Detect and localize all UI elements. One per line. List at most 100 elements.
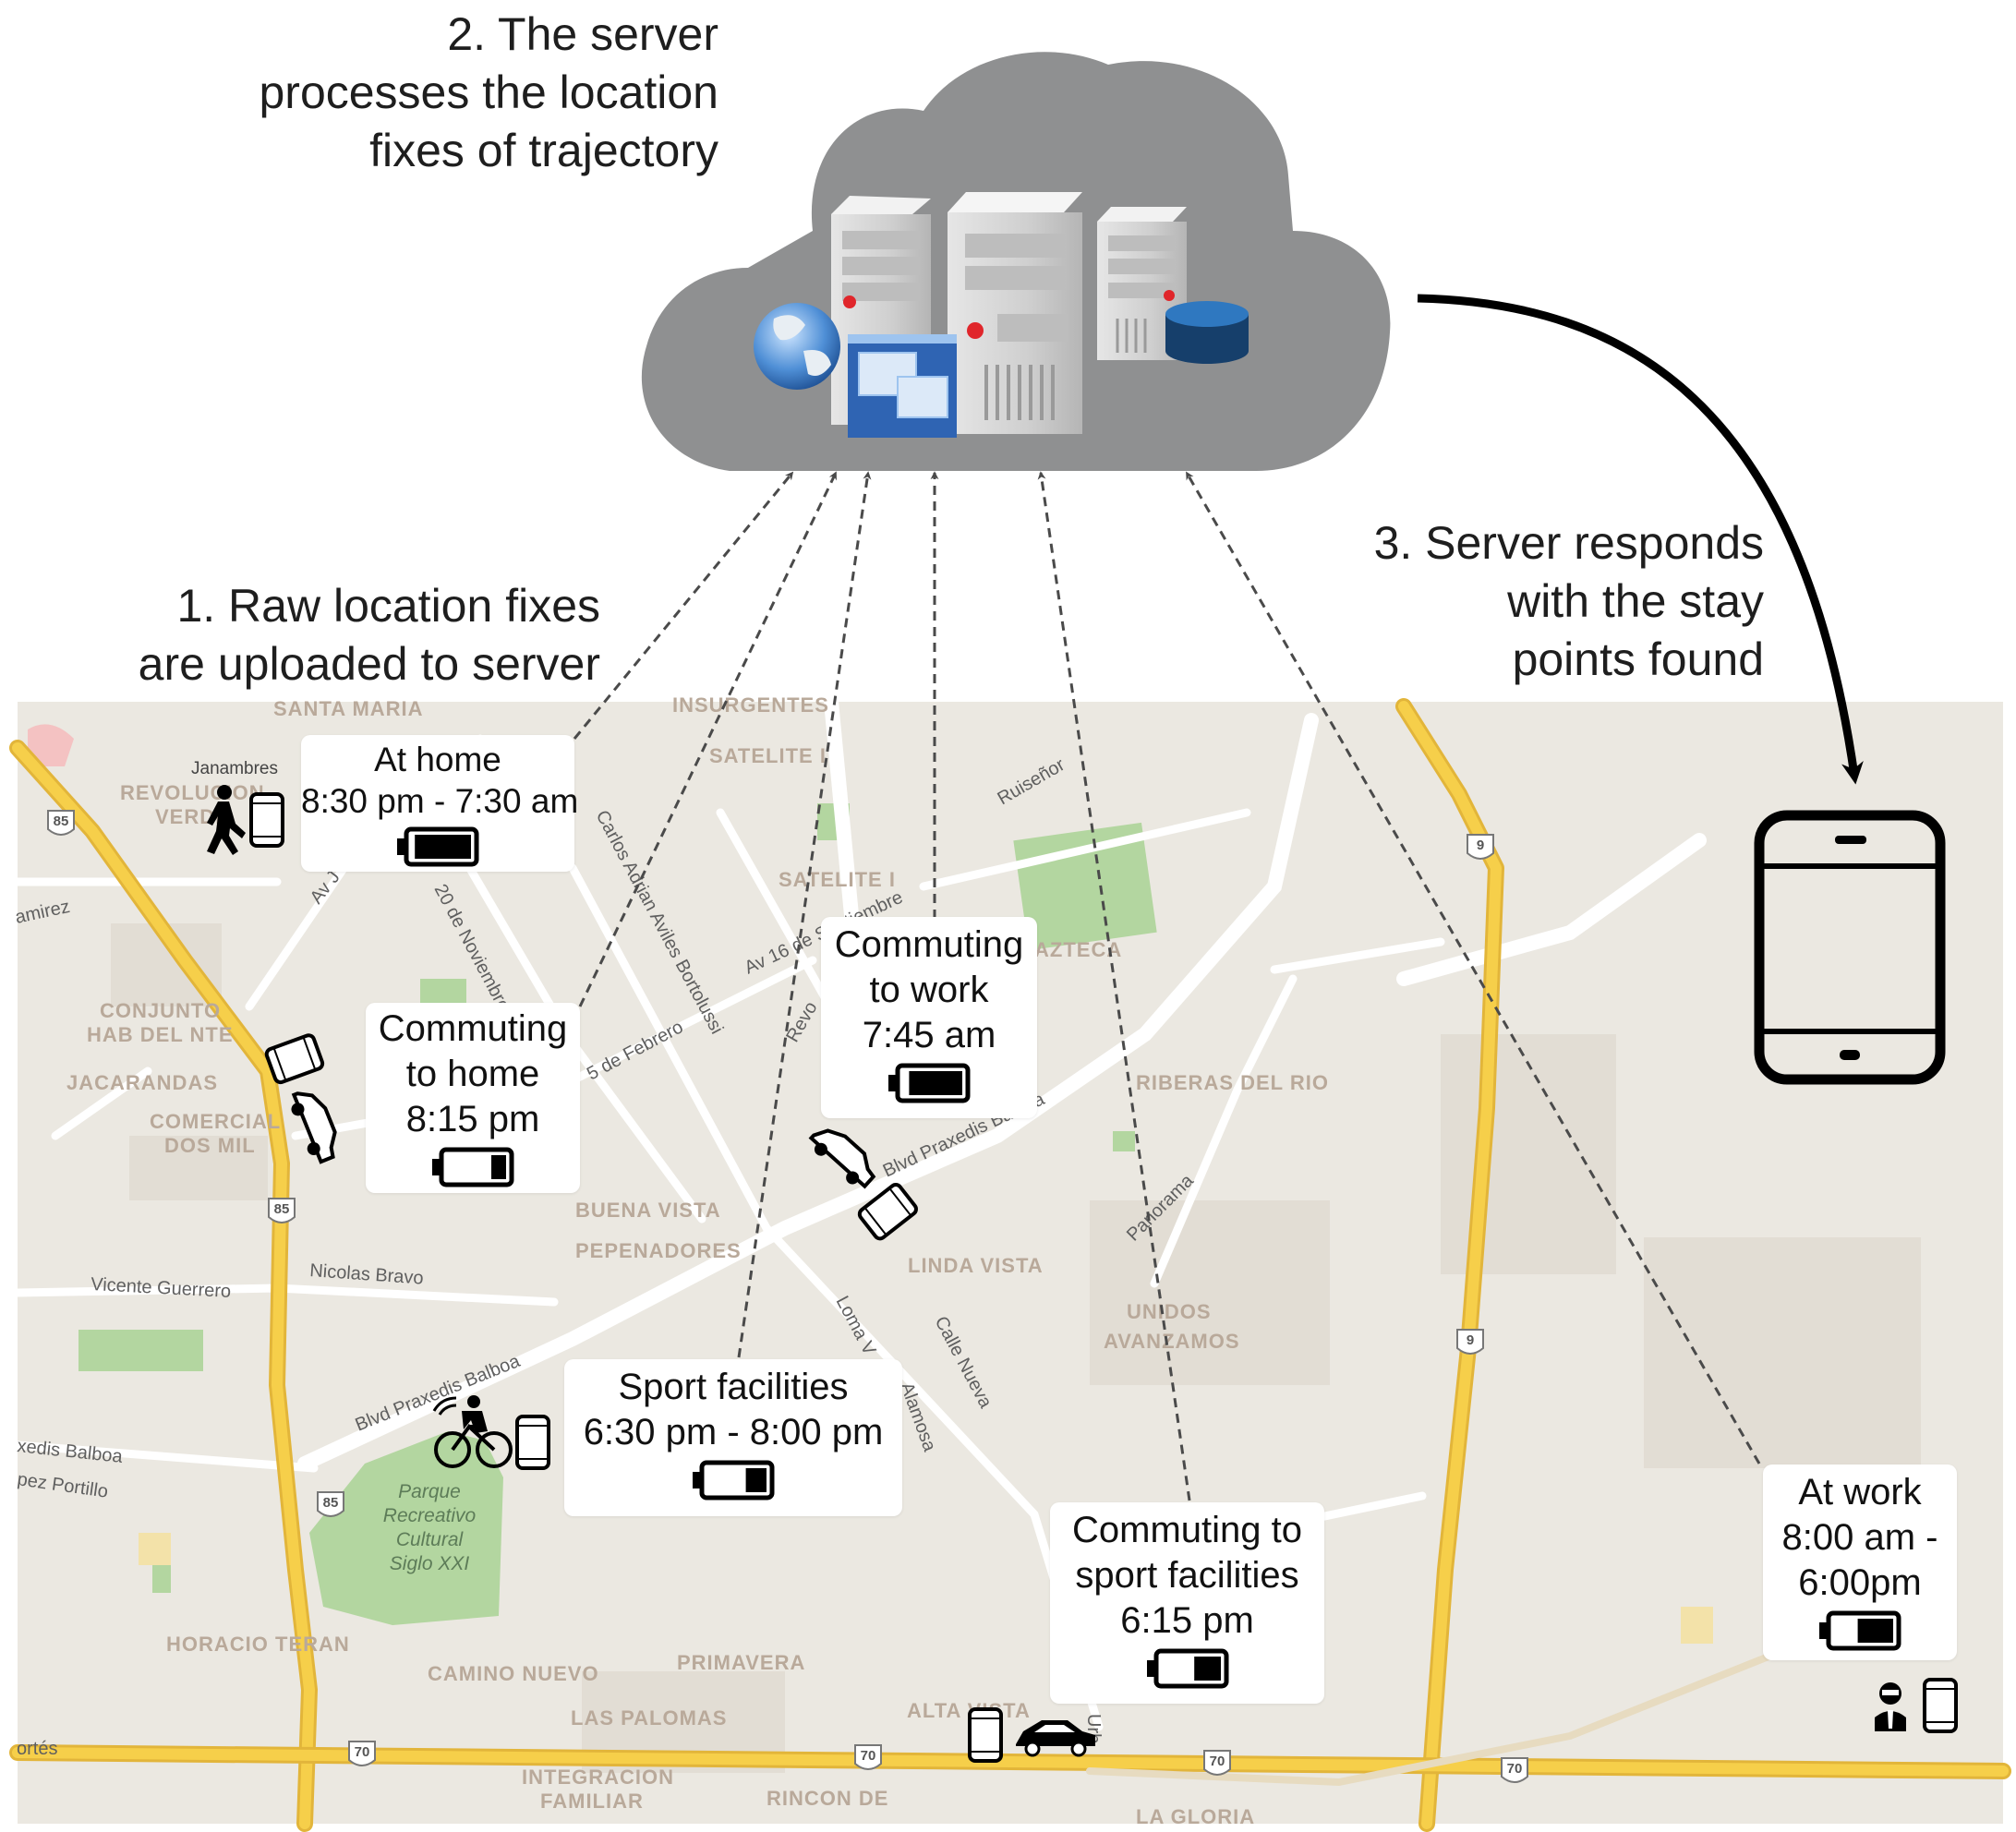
battery-level [1193,1657,1221,1681]
step-line: 2. The server [447,8,718,60]
cyclist-icon [432,1395,513,1468]
battery-terminal [1146,1660,1154,1677]
card-line: Commuting [378,1008,568,1049]
card-sport-facilities: Sport facilities 6:30 pm - 8:00 pm [564,1359,902,1516]
district-label: INTEGRACION [522,1766,674,1789]
smartphone-icon [249,792,284,848]
district-label: SATELITE I [779,868,896,891]
district-label: CONJUNTO [100,999,221,1022]
car-icon [808,1128,876,1189]
highway-shield: 85 [47,810,75,836]
step-line: with the stay [1507,575,1764,627]
battery-icon [1146,1648,1228,1689]
walking-person-icon [207,785,246,855]
district-labels: SANTA MARIA INSURGENTES SATELITE I SATEL… [66,693,1329,1828]
map-landmark [28,724,74,766]
battery-icon [888,1063,971,1103]
card-line: 8:30 pm - 7:30 am [301,782,579,820]
battery-level [909,1071,962,1095]
highway-shield: 9 [1467,834,1494,860]
card-line: Commuting [834,924,1024,965]
card-line: At home [374,741,501,778]
businessman-icon [1875,1682,1906,1731]
district-label: RIBERAS DEL RIO [1136,1071,1329,1094]
highway-shield: 85 [317,1491,344,1517]
district-label: REVOLUCION [120,781,265,804]
upload-arrow [737,471,872,1358]
svg-text:85: 85 [323,1495,339,1511]
step-line: fixes of trajectory [369,125,718,176]
step-line: 1. Raw location fixes [176,580,600,632]
highway-shield: 85 [268,1198,296,1223]
upload-arrow [578,471,838,1007]
district-label: DOS MIL [164,1134,256,1157]
step-line: 3. Server responds [1373,517,1764,569]
server-icon [948,192,1082,434]
battery-terminal [397,838,404,855]
battery-icon [432,1147,514,1187]
battery-terminal [432,1159,440,1175]
svg-text:70: 70 [1507,1761,1523,1777]
svg-text:Cultural: Cultural [396,1529,465,1550]
card-line: 6:00pm [1798,1562,1922,1603]
district-label: LINDA VISTA [908,1254,1044,1277]
step-line: points found [1512,633,1764,685]
district-label: LA GLORIA [1136,1805,1255,1828]
map-landmark [139,1533,171,1565]
server-cloud [641,52,1391,471]
smartphone-icon [1923,1678,1958,1733]
card-line: Sport facilities [618,1367,849,1407]
response-arrow [1417,294,1864,785]
card-line: 6:15 pm [1120,1600,1254,1641]
highway-shield: 70 [854,1744,882,1770]
district-label: FAMILIAR [540,1790,644,1813]
card-line: to home [405,1054,540,1094]
database-icon [1165,301,1249,364]
card-commuting-sport: Commuting to sport facilities 6:15 pm [1050,1502,1324,1704]
battery-level [415,835,471,859]
svg-text:9: 9 [1477,838,1484,853]
battery-level [1857,1619,1893,1643]
upload-arrow [1185,471,1761,1464]
battery-terminal [693,1472,700,1488]
district-label: AZTECA [1034,938,1122,961]
district-label: HAB DEL NTE [87,1023,234,1046]
district-label: AVANZAMOS [1104,1330,1240,1353]
district-label: HORACIO TERAN [166,1633,350,1656]
highway-shield: 9 [1456,1329,1484,1355]
card-commuting-home: Commuting to home 8:15 pm [366,1003,580,1193]
district-label: UNIDOS [1127,1300,1212,1323]
car-icon [291,1091,337,1164]
district-label: LAS PALOMAS [571,1706,727,1730]
district-label: COMERCIAL [150,1110,281,1133]
step-respond-label: 3. Server responds with the stay points … [1293,514,1764,689]
highway-shield: 70 [1501,1757,1528,1783]
battery-icon [693,1460,775,1501]
card-line: 7:45 am [862,1015,996,1055]
card-line: 8:15 pm [405,1099,540,1139]
browser-window-icon [848,334,957,438]
district-label: SANTA MARIA [273,697,424,720]
city-map: 85 85 85 9 9 70 70 70 70 amirez Av J 20 … [9,693,2011,1832]
highway-shield: 70 [1203,1750,1231,1776]
svg-text:85: 85 [274,1201,290,1217]
card-line: 8:00 am - [1781,1517,1938,1558]
battery-level [491,1155,506,1179]
district-label: SATELITE I [709,744,827,767]
card-at-home: At home 8:30 pm - 7:30 am [301,735,579,872]
district-label: JACARANDAS [66,1071,218,1094]
highway-shields: 85 85 85 9 9 70 70 70 70 [47,810,1528,1783]
district-label: BUENA VISTA [575,1199,721,1222]
upload-arrows [573,471,1761,1501]
globe-icon [754,303,840,390]
battery-level [745,1468,767,1492]
district-label: PRIMAVERA [677,1651,805,1674]
battery-terminal [888,1075,896,1091]
card-line: At work [1798,1472,1922,1513]
svg-text:70: 70 [355,1744,370,1760]
svg-text:85: 85 [54,814,69,829]
card-line: to work [869,970,989,1010]
battery-icon [1819,1610,1901,1651]
